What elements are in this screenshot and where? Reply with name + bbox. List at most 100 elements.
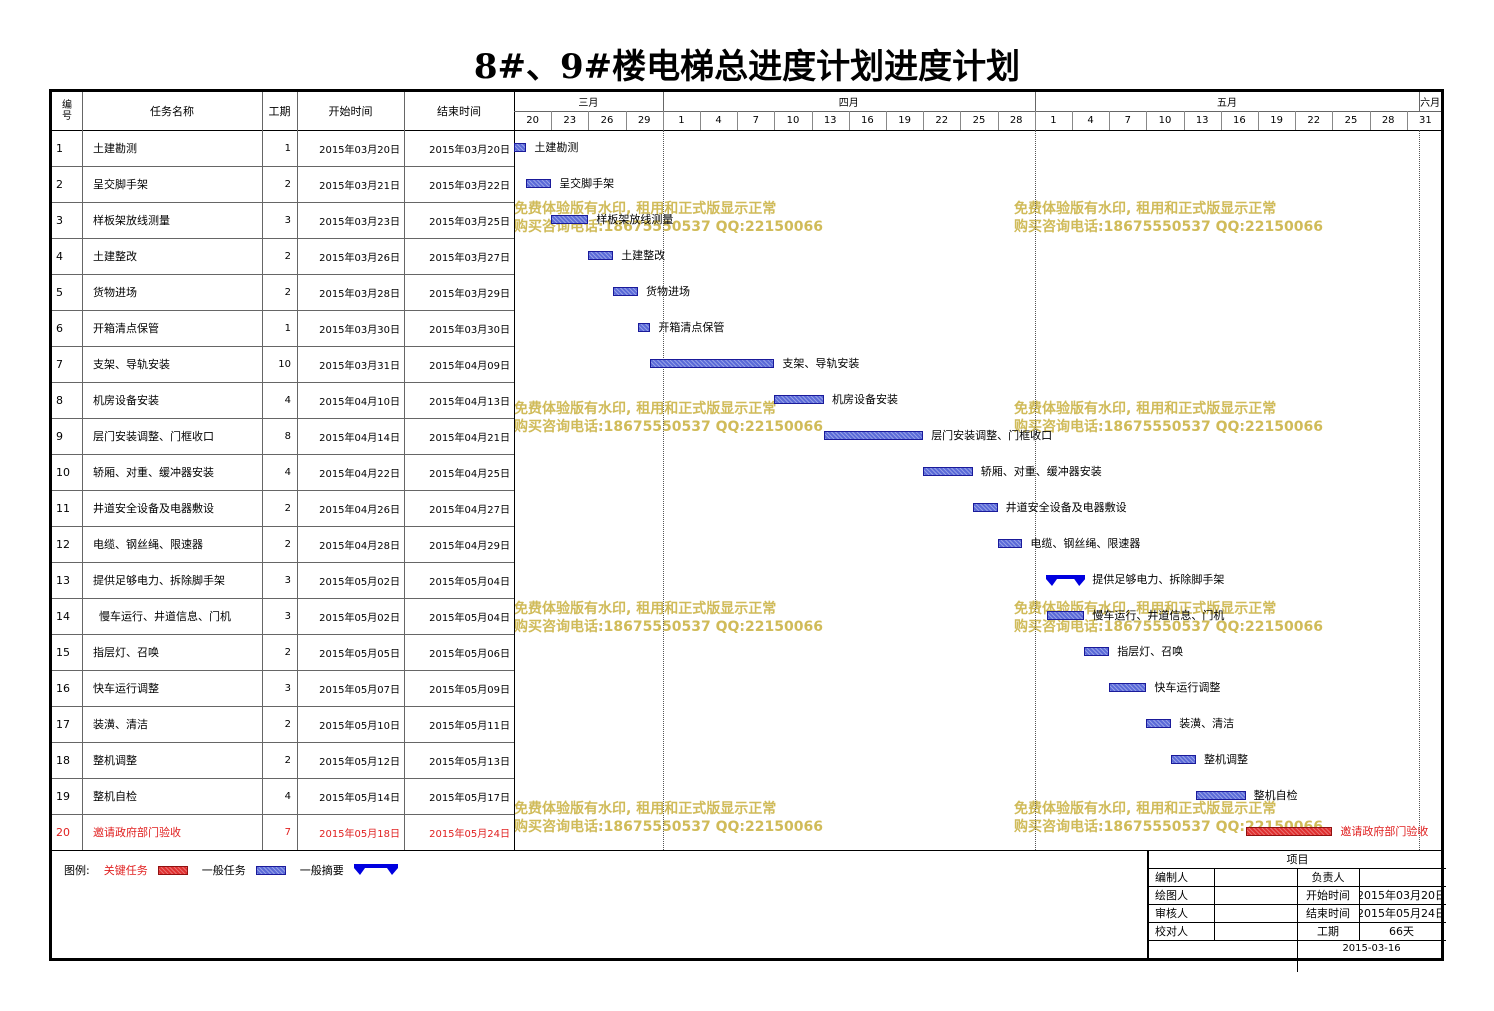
day-tick-label: 26 [600, 115, 614, 126]
row-task-name: 层门安装调整、门框收口 [93, 430, 214, 443]
row-task-name: 快车运行调整 [93, 682, 159, 695]
row-duration: 2 [284, 178, 291, 190]
day-divider [737, 111, 739, 130]
bar-label: 货物进场 [646, 285, 690, 298]
row-divider [52, 670, 514, 671]
day-divider [1109, 111, 1111, 130]
row-start-date: 2015年05月14日 [319, 792, 400, 804]
gantt-task-bar [1171, 755, 1196, 764]
info-label: 负责人 [1311, 871, 1345, 884]
month-dotted-line [1034, 130, 1036, 850]
row-task-name: 指层灯、召唤 [93, 646, 159, 659]
row-no: 1 [56, 141, 63, 155]
day-divider [923, 111, 925, 130]
watermark-line: 购买咨询电话:18675550537 QQ:22150066 [1014, 419, 1323, 435]
day-tick-label: 13 [823, 115, 837, 126]
info-label: 绘图人 [1155, 889, 1188, 902]
row-duration: 2 [284, 754, 291, 766]
row-end-date: 2015年05月13日 [429, 756, 510, 768]
row-duration: 3 [284, 610, 291, 622]
day-tick-label: 10 [786, 115, 800, 126]
row-start-date: 2015年03月31日 [319, 360, 400, 372]
row-no: 16 [56, 681, 70, 695]
column-divider [404, 92, 405, 850]
row-task-name: 样板架放线测量 [93, 214, 170, 227]
day-tick-label: 7 [752, 115, 759, 126]
day-divider [811, 111, 813, 130]
day-divider [588, 111, 590, 130]
row-divider [52, 202, 514, 203]
table-chart-divider [514, 92, 515, 850]
bar-label: 装潢、清洁 [1179, 717, 1235, 730]
row-end-date: 2015年04月27日 [429, 504, 510, 516]
row-no: 2 [56, 177, 63, 191]
row-duration: 3 [284, 214, 291, 226]
bar-label: 样板架放线测量 [596, 213, 674, 226]
row-task-name: 装潢、清洁 [93, 718, 148, 731]
bar-label: 邀请政府部门验收 [1340, 825, 1429, 838]
row-end-date: 2015年04月29日 [429, 540, 510, 552]
gantt-task-bar [551, 215, 589, 224]
gantt-task-bar [613, 287, 638, 296]
column-divider [297, 92, 298, 850]
day-tick-label: 1 [678, 115, 685, 126]
day-divider [700, 111, 701, 130]
bar-label: 土建整改 [621, 249, 666, 262]
row-divider [52, 238, 514, 239]
day-divider [1258, 111, 1259, 130]
row-start-date: 2015年05月02日 [319, 612, 400, 624]
gantt-task-bar [1146, 719, 1172, 728]
day-tick-label: 28 [1381, 115, 1395, 126]
day-divider [1220, 111, 1222, 130]
row-duration: 2 [284, 250, 291, 262]
row-no: 4 [56, 249, 63, 263]
watermark-line: 免费体验版有水印, 租用和正式版显示正常 [514, 601, 777, 617]
row-divider [52, 634, 514, 635]
row-duration: 2 [284, 646, 291, 658]
row-end-date: 2015年05月04日 [429, 612, 510, 624]
gantt-task-bar [997, 539, 1023, 548]
watermark-text: 免费体验版有水印, 租用和正式版显示正常购买咨询电话:18675550537 Q… [514, 400, 823, 436]
row-divider [52, 490, 514, 491]
watermark-text: 免费体验版有水印, 租用和正式版显示正常购买咨询电话:18675550537 Q… [1014, 200, 1323, 236]
gantt-task-bar [923, 467, 973, 476]
day-tick-label: 20 [526, 115, 539, 126]
month-boundary [662, 92, 664, 111]
day-tick-label: 23 [563, 115, 577, 126]
day-tick-label: 1 [1050, 115, 1057, 126]
day-tick-label: 19 [1270, 115, 1283, 126]
bar-label: 慢车运行、井道信息、门机 [1092, 609, 1225, 622]
month-dotted-line [1419, 130, 1421, 850]
row-no: 13 [56, 573, 70, 587]
month-label: 四月 [838, 98, 859, 109]
row-start-date: 2015年03月30日 [319, 324, 400, 336]
day-tick-label: 28 [1009, 115, 1023, 126]
gantt-task-bar [1047, 611, 1085, 620]
gantt-task-bar [588, 251, 614, 260]
row-end-date: 2015年03月20日 [429, 144, 510, 156]
day-divider [886, 111, 887, 130]
day-tick-label: 22 [935, 115, 949, 126]
row-start-date: 2015年05月07日 [319, 684, 400, 696]
day-tick-label: 16 [1233, 115, 1246, 126]
month-label: 六月 [1420, 98, 1441, 109]
row-no: 5 [56, 285, 63, 299]
row-divider [52, 382, 514, 383]
row-task-name: 整机自检 [93, 790, 137, 803]
row-task-name: 井道安全设备及电器敷设 [93, 502, 214, 515]
chart-bottom-line [52, 850, 1441, 851]
row-end-date: 2015年03月27日 [429, 252, 510, 264]
day-divider [1072, 111, 1073, 130]
day-divider [774, 111, 776, 130]
row-no: 15 [56, 645, 70, 659]
watermark-line: 购买咨询电话:18675550537 QQ:22150066 [1014, 219, 1323, 235]
row-start-date: 2015年05月05日 [319, 648, 400, 660]
day-divider [625, 111, 627, 130]
row-task-name: 电缆、钢丝绳、限速器 [93, 538, 203, 551]
column-divider [262, 92, 263, 850]
day-tick-label: 7 [1124, 115, 1131, 126]
header-start-date: 开始时间 [328, 105, 373, 118]
row-end-date: 2015年05月24日 [429, 828, 510, 840]
row-end-date: 2015年04月25日 [429, 468, 510, 480]
header-no: 编号 [62, 100, 72, 122]
